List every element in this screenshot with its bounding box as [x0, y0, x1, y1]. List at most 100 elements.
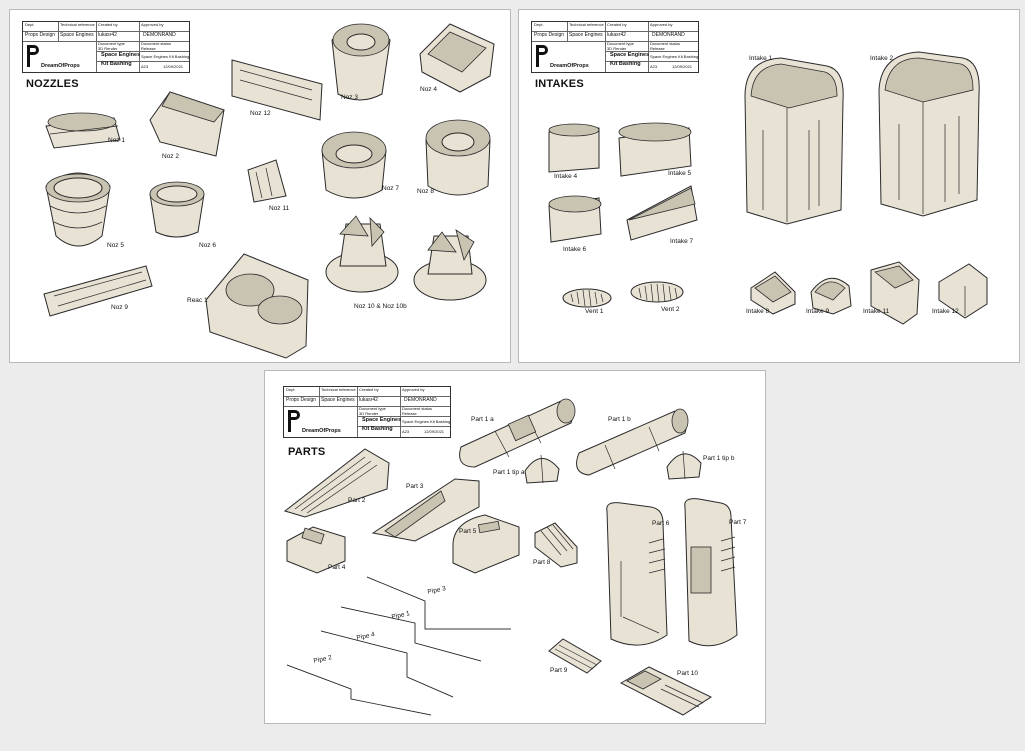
part-8-model: [534, 522, 578, 568]
label-noz-10: Noz 10 & Noz 10b: [354, 303, 407, 310]
part-1-tip-a-model: [524, 454, 560, 484]
tb-brand: DreamOfProps: [41, 63, 80, 69]
tb-header-created: Created by: [98, 22, 118, 27]
label-part-6: Part 6: [652, 520, 670, 527]
tb-doc-status: Release: [141, 46, 156, 51]
part-1-tip-b-model: [666, 450, 702, 480]
label-part-1-tip-b: Part 1 tip b: [703, 455, 735, 462]
label-vent-2: Vent 2: [661, 306, 680, 313]
tb-doc-status: Release: [650, 46, 665, 51]
noz-12-model: [231, 59, 323, 121]
drawing-sheet-parts: Dept. Technical reference Created by App…: [264, 370, 766, 724]
tb-header-ref: Technical reference: [569, 22, 604, 27]
vent-2-model: [630, 281, 684, 303]
pipe-4-model: [320, 630, 454, 698]
dreamofprops-logo-icon: [536, 45, 548, 67]
tb-tech-ref: Space Engines: [569, 32, 603, 38]
label-part-1b: Part 1 b: [608, 416, 631, 423]
tb-brand: DreamOfProps: [302, 428, 341, 434]
tb-title: Space Engines: [610, 52, 650, 58]
tb-header-ref: Technical reference: [321, 387, 356, 392]
label-part-10: Part 10: [677, 670, 698, 677]
nozzles-render: [43, 23, 495, 359]
label-intake-8: Intake 8: [746, 308, 770, 315]
intake-11-model: [870, 261, 920, 325]
tb-date: 12/09/2021: [672, 64, 693, 69]
dreamofprops-logo-icon: [288, 410, 300, 432]
tb-subtitle: Kit Bashing: [610, 61, 641, 67]
tb-dept: Props Design: [25, 32, 56, 38]
label-part-3: Part 3: [406, 483, 424, 490]
tb-header-ref: Technical reference: [60, 22, 95, 27]
intake-1-model: [744, 57, 844, 225]
noz-9-model: [43, 265, 153, 317]
noz-1-model: [45, 112, 121, 149]
label-noz-1: Noz 1: [108, 137, 125, 144]
part-1b-model: [576, 408, 689, 476]
title-block: Dept. Technical reference Created by App…: [22, 21, 190, 73]
tb-date: 12/09/2021: [424, 429, 445, 434]
label-intake-11: Intake 11: [863, 308, 890, 315]
part-2-model: [283, 448, 390, 518]
tb-subtitle: Kit Bashing: [101, 61, 132, 67]
label-part-4: Part 4: [328, 564, 346, 571]
pipe-1-model: [340, 606, 482, 662]
tb-header-approved: Approved by: [650, 22, 673, 27]
intake-7-model: [626, 185, 698, 241]
vent-1-model: [562, 288, 612, 308]
tb-doc-type: 3D Render: [359, 411, 379, 416]
label-part-2: Part 2: [348, 497, 366, 504]
noz-5-model: [45, 172, 111, 247]
tb-date: 12/09/2021: [163, 64, 184, 69]
noz-10-model: [325, 215, 399, 293]
intake-5-model: [618, 122, 692, 177]
label-noz-12: Noz 12: [250, 110, 271, 117]
intake-2-model: [878, 51, 980, 217]
tb-created-by: lukasr42: [607, 32, 626, 38]
part-6-model: [606, 502, 668, 646]
tb-rev: A23: [141, 64, 149, 69]
sheet-heading: INTAKES: [535, 78, 584, 90]
parts-render: [283, 398, 738, 716]
tb-tech-ref: Space Engines: [60, 32, 94, 38]
intake-8-model: [750, 271, 796, 315]
label-intake-2: Intake 2: [870, 55, 894, 62]
tb-subtitle: Kit Bashing: [362, 426, 393, 432]
label-noz-3: Noz 3: [341, 94, 358, 101]
tb-header-approved: Approved by: [141, 22, 164, 27]
label-intake-4: Intake 4: [554, 173, 578, 180]
label-intake-7: Intake 7: [670, 238, 694, 245]
noz-6-model: [149, 181, 205, 238]
tb-doc-type-label: Document type: [607, 41, 634, 46]
tb-header-created: Created by: [607, 22, 627, 27]
tb-brand: DreamOfProps: [550, 63, 589, 69]
tb-description: Space Engines Kit Bashing: [650, 54, 699, 59]
label-noz-8: Noz 8: [417, 188, 434, 195]
label-part-1a: Part 1 a: [471, 416, 494, 423]
label-intake-6: Intake 6: [563, 246, 587, 253]
pipe-3-model: [366, 576, 511, 630]
label-part-8: Part 8: [533, 559, 551, 566]
tb-rev: A23: [402, 429, 410, 434]
tb-description: Space Engines Kit Bashing: [141, 54, 190, 59]
label-noz-6: Noz 6: [199, 242, 216, 249]
tb-description: Space Engines Kit Bashing: [402, 419, 451, 424]
label-intake-5: Intake 5: [668, 170, 692, 177]
intake-9-model: [810, 277, 852, 315]
tb-doc-type: 3D Render: [98, 46, 118, 51]
tb-doc-status-label: Document status: [402, 406, 433, 411]
tb-approved-by: DEMONRAND: [143, 32, 176, 38]
label-part-5: Part 5: [459, 528, 477, 535]
tb-header-created: Created by: [359, 387, 379, 392]
tb-doc-status-label: Document status: [650, 41, 681, 46]
label-vent-1: Vent 1: [585, 308, 604, 315]
label-part-9: Part 9: [550, 667, 568, 674]
tb-rev: A23: [650, 64, 658, 69]
tb-title: Space Engines: [101, 52, 141, 58]
noz-4-model: [419, 23, 495, 93]
label-intake-1: Intake 1: [749, 55, 773, 62]
label-noz-2: Noz 2: [162, 153, 179, 160]
noz-10b-model: [413, 229, 487, 301]
label-part-7: Part 7: [729, 519, 747, 526]
label-intake-12: Intake 12: [932, 308, 959, 315]
